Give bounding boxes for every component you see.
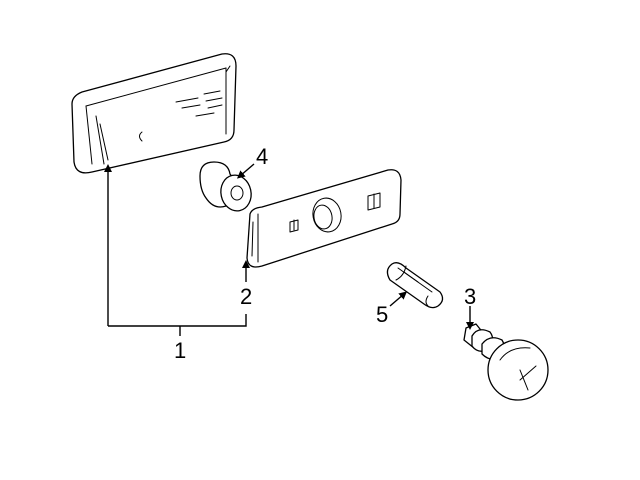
callout-2: 2 [240,284,252,309]
lens-part[interactable] [246,169,402,268]
grommet-clip-part[interactable] [199,161,254,214]
socket-part[interactable] [463,323,549,401]
leader-4-to-grommet [236,163,255,179]
callout-3: 3 [464,284,476,309]
callout-4: 4 [256,144,268,169]
leader-5-to-bulb [389,291,408,307]
leader-1-bracket [108,314,247,327]
bulb-part[interactable] [386,262,444,309]
leader-lines [104,163,474,336]
callout-1: 1 [174,338,186,363]
callout-5: 5 [376,302,388,327]
lamp-assembly-part[interactable] [71,53,237,174]
